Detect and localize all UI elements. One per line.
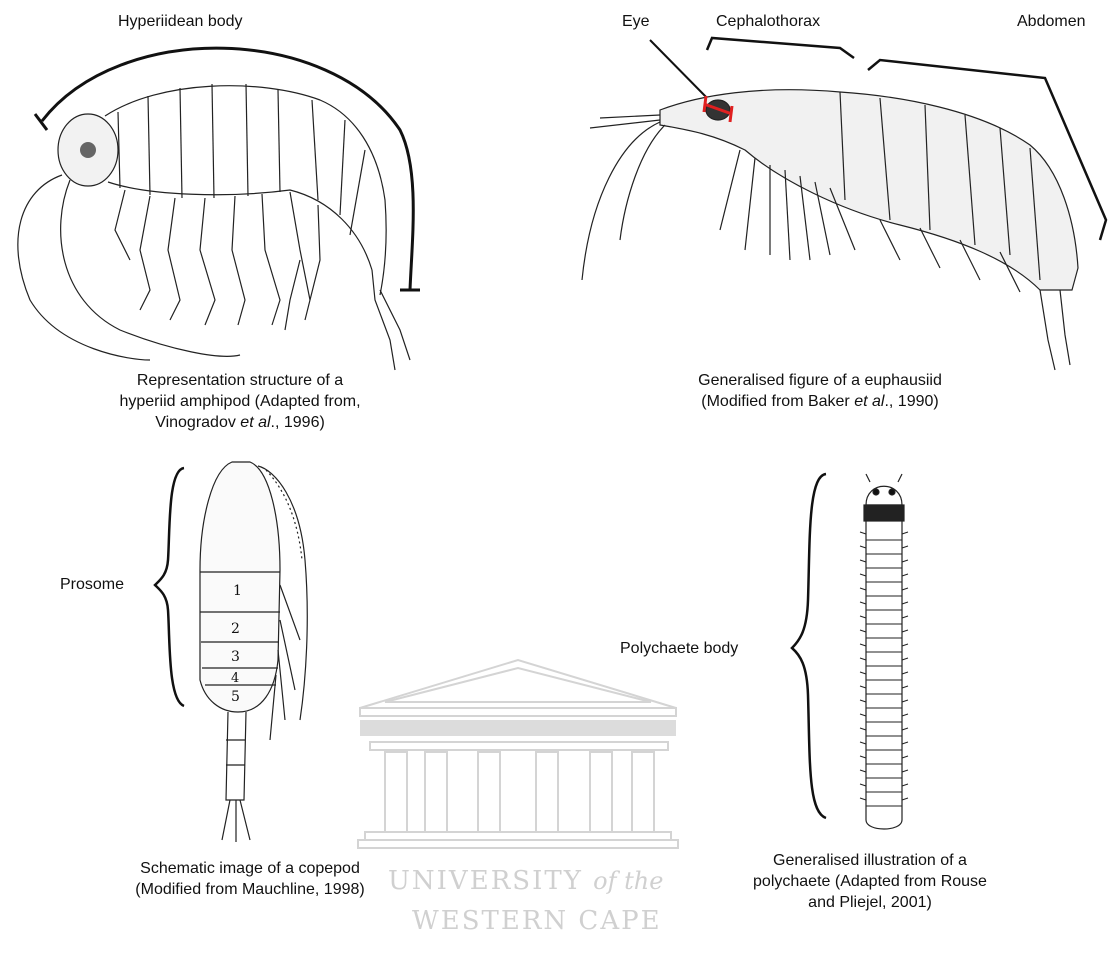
watermark-line-2: WESTERN CAPE — [412, 906, 662, 936]
copepod-segment-3: 3 — [231, 648, 240, 667]
polychaete-bristle — [902, 784, 908, 786]
polychaete-bristle — [860, 714, 866, 716]
label-abdomen: Abdomen — [1017, 12, 1086, 31]
polychaete-bristle — [902, 630, 908, 632]
hyperiid-amphipod-drawing — [18, 48, 420, 370]
polychaete-bristle — [902, 658, 908, 660]
polychaete-bristle — [860, 770, 866, 772]
copepod-segment-2: 2 — [231, 620, 240, 639]
polychaete-bristle — [860, 672, 866, 674]
polychaete-bristle — [902, 728, 908, 730]
polychaete-bristle — [902, 560, 908, 562]
polychaete-bristle — [902, 574, 908, 576]
polychaete-bristle — [860, 784, 866, 786]
polychaete-bristle — [902, 616, 908, 618]
polychaete-bristle — [860, 686, 866, 688]
polychaete-bristle — [860, 602, 866, 604]
polychaete-bristle — [902, 546, 908, 548]
polychaete-bristle — [860, 546, 866, 548]
polychaete-bristle — [902, 770, 908, 772]
polychaete-bristle — [902, 686, 908, 688]
copepod-segment-1: 1 — [233, 582, 242, 601]
watermark-line-1: UNIVERSITY of the — [388, 866, 663, 896]
polychaete-bristle — [902, 798, 908, 800]
polychaete-bristle — [860, 616, 866, 618]
copepod-segment-4: 4 — [231, 669, 239, 688]
caption-amphipod: Representation structure of a hyperiid a… — [70, 370, 410, 433]
label-prosome: Prosome — [60, 575, 124, 594]
polychaete-bristle — [902, 756, 908, 758]
polychaete-bristle — [860, 756, 866, 758]
label-cephalothorax: Cephalothorax — [716, 12, 820, 31]
polychaete-bristle — [902, 588, 908, 590]
euphausiid-drawing — [582, 38, 1106, 370]
polychaete-bristle — [860, 644, 866, 646]
polychaete-bristle — [902, 742, 908, 744]
caption-euphausiid: Generalised figure of a euphausiid (Modi… — [655, 370, 985, 412]
polychaete-bristle — [860, 798, 866, 800]
polychaete-segments — [860, 532, 908, 806]
polychaete-bristle — [860, 560, 866, 562]
university-watermark-building — [358, 660, 678, 848]
polychaete-bristle — [902, 714, 908, 716]
polychaete-bristle — [902, 602, 908, 604]
polychaete-bristle — [902, 644, 908, 646]
polychaete-bristle — [860, 630, 866, 632]
polychaete-bristle — [902, 532, 908, 534]
copepod-segment-5: 5 — [231, 688, 240, 707]
polychaete-bristle — [860, 742, 866, 744]
label-eye: Eye — [622, 12, 650, 31]
caption-polychaete: Generalised illustration of a polychaete… — [705, 850, 1035, 913]
label-hyperiidean-body: Hyperiidean body — [118, 12, 243, 31]
polychaete-bristle — [902, 700, 908, 702]
caption-copepod: Schematic image of a copepod (Modified f… — [95, 858, 405, 900]
polychaete-bristle — [860, 588, 866, 590]
polychaete-bristle — [902, 672, 908, 674]
polychaete-bristle — [860, 574, 866, 576]
polychaete-bristle — [860, 728, 866, 730]
label-polychaete-body: Polychaete body — [620, 639, 738, 658]
polychaete-bristle — [860, 658, 866, 660]
polychaete-bristle — [860, 700, 866, 702]
polychaete-bristle — [860, 532, 866, 534]
